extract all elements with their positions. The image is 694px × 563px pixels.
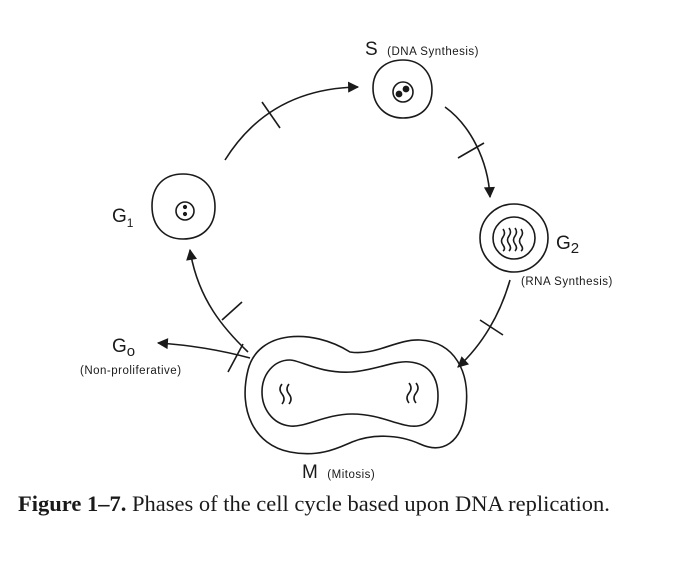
checkpoint-tick-m-g0: [227, 343, 244, 373]
figure-caption-text: Phases of the cell cycle based upon DNA …: [131, 491, 610, 516]
g0-phase-description: (Non-proliferative): [80, 365, 182, 377]
g1-phase-cell: [151, 173, 216, 240]
m-phase-label: M (Mitosis): [302, 462, 375, 483]
figure-caption-label: Figure 1–7.: [18, 491, 127, 516]
g1-phase-label: G1: [112, 206, 134, 230]
figure-caption: Figure 1–7. Phases of the cell cycle bas…: [18, 489, 682, 518]
arrow-g2-to-m: [457, 279, 511, 368]
s-phase-label: S (DNA Synthesis): [365, 39, 479, 60]
arrow-g1-to-s: [224, 81, 360, 161]
cell-cycle-diagram: S (DNA Synthesis) G1 G2 (RNA Synthesis) …: [80, 39, 613, 483]
g0-phase-label: Go: [112, 336, 135, 360]
checkpoint-tick-s-g2: [457, 142, 485, 159]
s-phase-cell: [372, 59, 433, 119]
g2-phase-label: G2: [556, 233, 579, 257]
m-phase-cell: [244, 335, 468, 455]
arrow-m-to-g1: [186, 248, 249, 353]
checkpoint-tick-g2-m: [479, 319, 504, 336]
checkpoint-tick-g1-s: [261, 101, 281, 129]
g2-phase-cell: [479, 203, 549, 273]
arrow-s-to-g2: [444, 106, 495, 199]
checkpoint-tick-m-g1: [221, 301, 243, 321]
g2-phase-description: (RNA Synthesis): [521, 276, 613, 288]
arrow-m-to-g0: [156, 338, 251, 359]
